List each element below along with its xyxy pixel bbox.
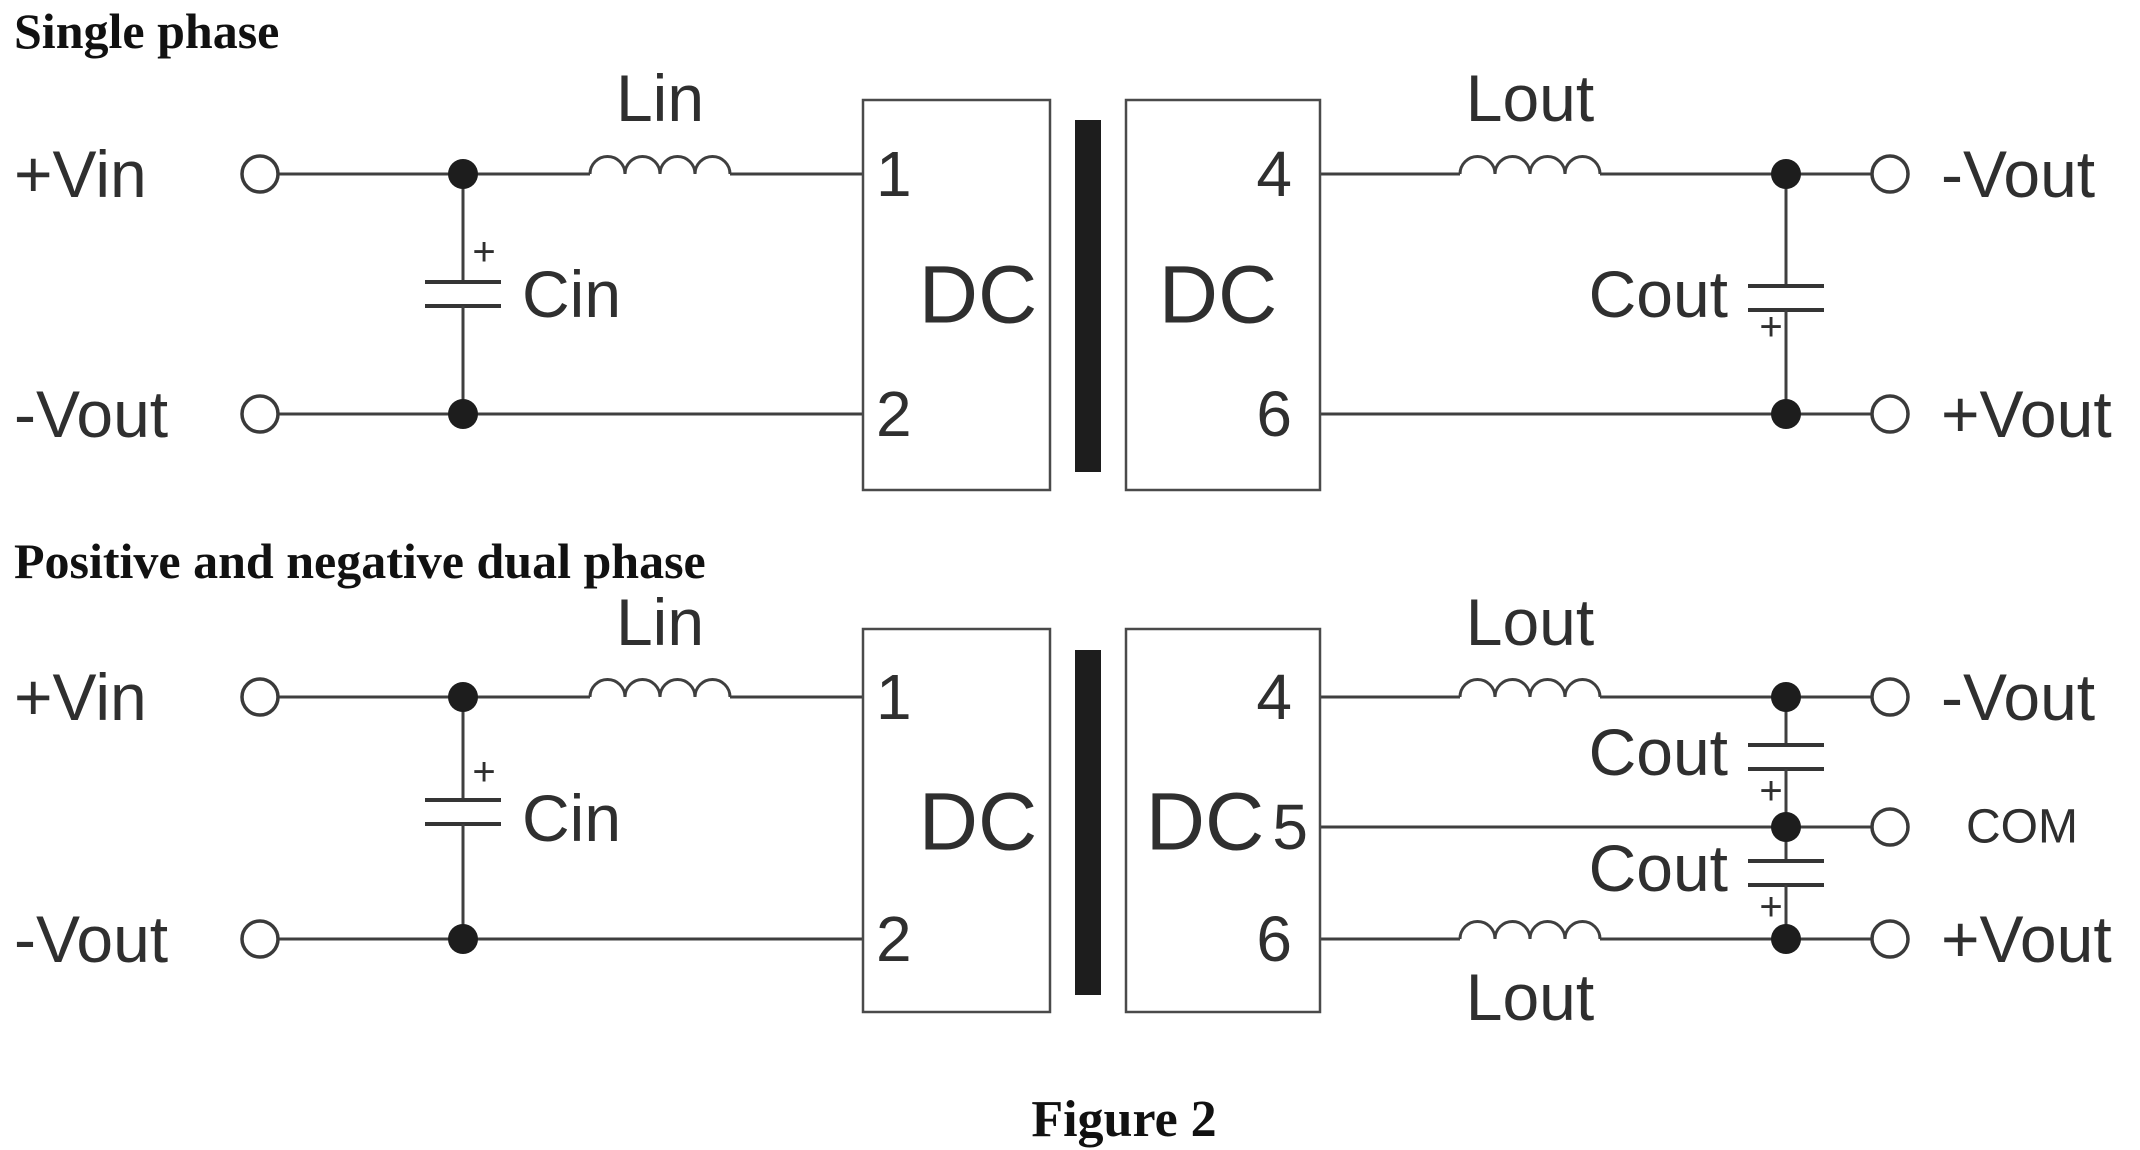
- dual-phase-circuit: Positive and negative dual phase Lin + C…: [14, 533, 2112, 1034]
- input-capacitor: + Cin: [425, 697, 621, 939]
- output-inductor-top-label: Lout: [1466, 585, 1594, 659]
- converter-primary-box: [861, 627, 1052, 1014]
- terminal-vin-negative: [240, 394, 280, 434]
- junction-dot: [448, 682, 478, 712]
- pin-4-label: 4: [1256, 661, 1292, 733]
- converter-primary-box: [861, 98, 1052, 492]
- pin-4-label: 4: [1256, 138, 1292, 210]
- pin-2-label: 2: [876, 903, 912, 975]
- output-inductor-bottom-label: Lout: [1466, 960, 1594, 1034]
- terminal-vout-positive: [1870, 394, 1910, 434]
- cap-polarity-plus: +: [1759, 885, 1782, 929]
- dc-left-label: DC: [919, 250, 1037, 341]
- junction-dot: [448, 924, 478, 954]
- input-inductor-coil: [588, 678, 732, 698]
- terminal-vin-negative: [240, 919, 280, 959]
- label-vout-negative: -Vout: [1941, 137, 2095, 211]
- input-inductor-label: Lin: [616, 61, 704, 135]
- converter-secondary-box: [1124, 627, 1322, 1014]
- label-com: COM: [1966, 801, 2078, 854]
- isolation-bar: [1075, 120, 1101, 472]
- label-vout-positive: +Vout: [1941, 377, 2112, 451]
- input-capacitor-label: Cin: [522, 781, 621, 855]
- terminal-vin-positive: [240, 154, 280, 194]
- single-phase-title: Single phase: [14, 3, 279, 59]
- input-capacitor-label: Cin: [522, 257, 621, 331]
- output-capacitor-label: Cout: [1589, 257, 1728, 331]
- converter-secondary-box: [1124, 98, 1322, 492]
- input-capacitor: + Cin: [425, 174, 621, 414]
- label-vin-positive: +Vin: [14, 137, 147, 211]
- terminal-vout-negative: [1870, 677, 1910, 717]
- figure-caption: Figure 2: [1031, 1091, 1216, 1148]
- junction-dot: [1771, 924, 1801, 954]
- output-capacitor: Cout +: [1589, 174, 1824, 414]
- output-inductor-top-coil: [1458, 678, 1602, 698]
- cap-polarity-plus: +: [1759, 769, 1782, 813]
- output-inductor-bottom-coil: [1458, 920, 1602, 940]
- input-inductor-coil: [588, 155, 732, 175]
- label-vin-negative: -Vout: [14, 377, 168, 451]
- terminal-vout-negative: [1870, 154, 1910, 194]
- output-capacitor-bottom-label: Cout: [1589, 831, 1728, 905]
- junction-dot: [1771, 682, 1801, 712]
- dc-right-label: DC: [1159, 250, 1277, 341]
- label-vin-positive: +Vin: [14, 660, 147, 734]
- junction-dot: [1771, 159, 1801, 189]
- label-vout-positive: +Vout: [1941, 902, 2112, 976]
- single-phase-circuit: Single phase Lin + Cin 1 2 DC DC: [14, 3, 2112, 492]
- output-inductor-coil: [1458, 155, 1602, 175]
- output-capacitor-top: Cout +: [1589, 697, 1824, 861]
- terminal-vout-positive: [1870, 919, 1910, 959]
- junction-dot: [1771, 812, 1801, 842]
- cap-polarity-plus: +: [1759, 305, 1782, 349]
- pin-6-label: 6: [1256, 903, 1292, 975]
- cap-polarity-plus: +: [472, 230, 495, 274]
- output-inductor-label: Lout: [1466, 61, 1594, 135]
- junction-dot: [1771, 399, 1801, 429]
- dual-phase-title: Positive and negative dual phase: [14, 533, 706, 589]
- label-vin-negative: -Vout: [14, 902, 168, 976]
- terminal-com: [1870, 807, 1910, 847]
- pin-1-label: 1: [876, 661, 912, 733]
- pin-1-label: 1: [876, 138, 912, 210]
- junction-dot: [448, 159, 478, 189]
- pin-5-label: 5: [1272, 791, 1308, 863]
- input-inductor-label: Lin: [616, 585, 704, 659]
- junction-dot: [448, 399, 478, 429]
- cap-polarity-plus: +: [472, 750, 495, 794]
- pin-6-label: 6: [1256, 378, 1292, 450]
- dc-right-label: DC: [1146, 777, 1264, 868]
- pin-2-label: 2: [876, 378, 912, 450]
- output-capacitor-top-label: Cout: [1589, 715, 1728, 789]
- label-vout-negative: -Vout: [1941, 660, 2095, 734]
- isolation-bar: [1075, 650, 1101, 995]
- terminal-vin-positive: [240, 677, 280, 717]
- output-capacitor-bottom: Cout +: [1589, 831, 1824, 939]
- dc-left-label: DC: [919, 777, 1037, 868]
